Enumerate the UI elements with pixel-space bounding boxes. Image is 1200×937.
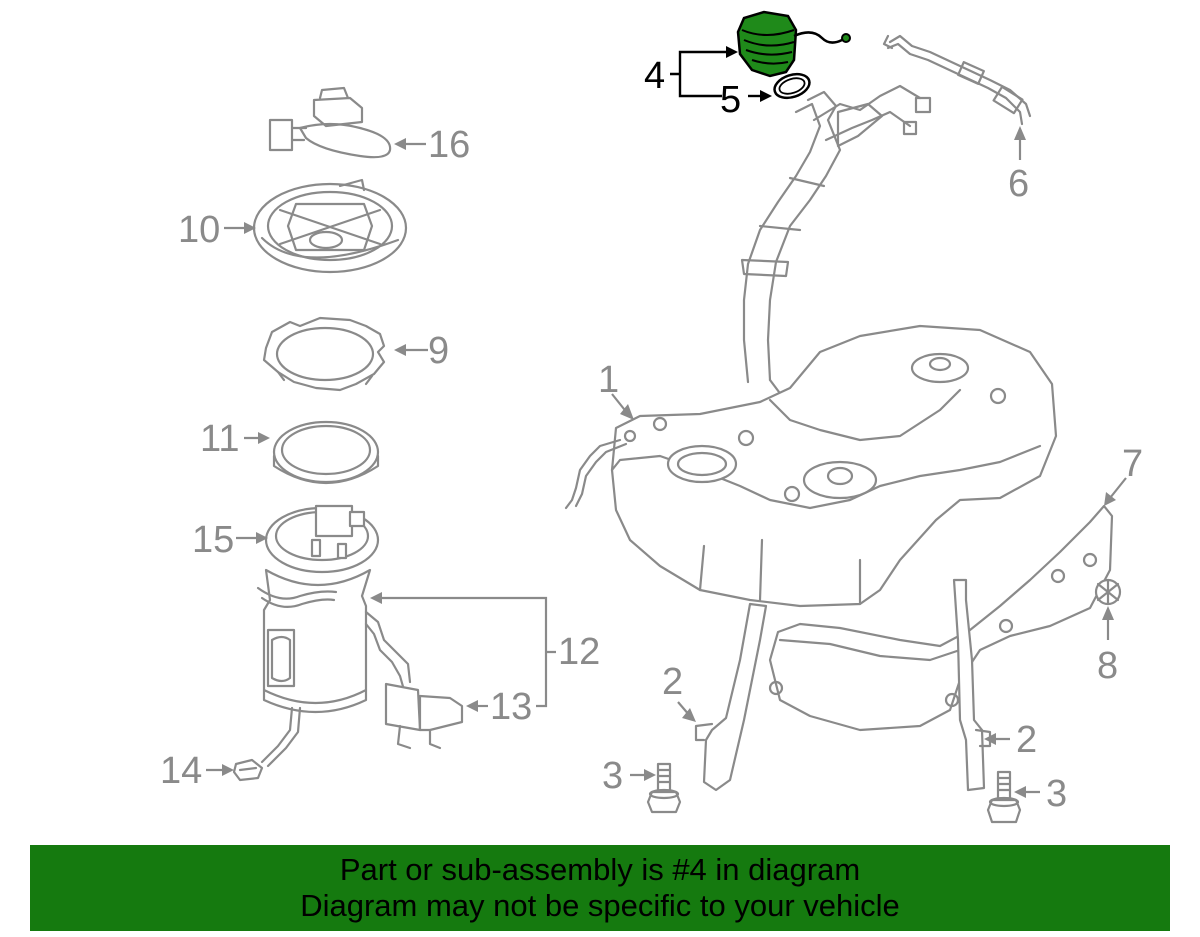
callout-13: 13 bbox=[490, 686, 532, 728]
banner-line-1: Part or sub-assembly is #4 in diagram bbox=[339, 852, 861, 887]
wire-connector-part-14[interactable] bbox=[232, 758, 264, 782]
callout-3b: 3 bbox=[1046, 773, 1067, 815]
connector-part-16[interactable] bbox=[268, 86, 392, 159]
tank-strap-right-part-2[interactable] bbox=[952, 578, 992, 792]
callout-15: 15 bbox=[192, 519, 234, 561]
arrowhead-13 bbox=[466, 700, 478, 712]
banner-line-2: Diagram may not be specific to your vehi… bbox=[300, 888, 900, 923]
flange-cover-part-10[interactable] bbox=[252, 178, 408, 274]
parts-diagram: 4 5 6 bbox=[160, 10, 1143, 824]
arrowhead-14 bbox=[222, 764, 234, 776]
callout-8: 8 bbox=[1097, 645, 1118, 687]
arrowhead-2a bbox=[682, 708, 696, 722]
callout-5: 5 bbox=[720, 79, 741, 121]
o-ring-part-5[interactable] bbox=[771, 70, 812, 102]
plug-part-8[interactable] bbox=[1094, 578, 1122, 606]
arrowhead-3b bbox=[1014, 786, 1026, 798]
callout-1: 1 bbox=[598, 359, 619, 401]
leader-12 bbox=[378, 596, 556, 708]
arrowhead-4 bbox=[726, 46, 738, 58]
callout-14: 14 bbox=[160, 750, 202, 792]
arrowhead-9 bbox=[394, 344, 406, 356]
arrowhead-10 bbox=[244, 222, 256, 234]
sender-bracket-part-13[interactable] bbox=[384, 682, 464, 750]
callout-9: 9 bbox=[428, 330, 449, 372]
bolt-right-part-3[interactable] bbox=[986, 770, 1022, 824]
leader-4-5 bbox=[670, 50, 735, 98]
callout-6: 6 bbox=[1008, 163, 1029, 205]
callout-16: 16 bbox=[428, 124, 470, 166]
fuel-tank-part-1[interactable] bbox=[564, 324, 1058, 608]
arrowhead-1 bbox=[620, 404, 634, 420]
arrowhead-8 bbox=[1102, 606, 1114, 620]
notice-banner: Part or sub-assembly is #4 in diagram Di… bbox=[30, 845, 1170, 931]
callout-2b: 2 bbox=[1016, 719, 1037, 761]
arrowhead-2b bbox=[984, 733, 996, 745]
seal-ring-part-11[interactable] bbox=[272, 420, 380, 484]
callout-11: 11 bbox=[200, 418, 239, 460]
arrowhead-15 bbox=[256, 532, 268, 544]
arrowhead-12 bbox=[370, 592, 382, 604]
arrowhead-3a bbox=[644, 769, 656, 781]
fuel-cap-part-4[interactable] bbox=[736, 10, 851, 78]
arrowhead-5 bbox=[760, 90, 772, 102]
tank-strap-left-part-2[interactable] bbox=[694, 602, 768, 792]
arrowhead-16 bbox=[394, 138, 406, 150]
callout-3a: 3 bbox=[602, 755, 623, 797]
heat-shield-part-7[interactable] bbox=[768, 504, 1114, 732]
lock-ring-part-9[interactable] bbox=[262, 316, 386, 392]
arrowhead-11 bbox=[258, 432, 270, 444]
fuel-pump-module bbox=[256, 568, 412, 768]
callout-2a: 2 bbox=[662, 661, 683, 703]
callout-12: 12 bbox=[558, 631, 600, 673]
arrowhead-7 bbox=[1104, 492, 1116, 506]
bolt-left-part-3[interactable] bbox=[646, 762, 682, 814]
pump-top-part-15[interactable] bbox=[264, 504, 380, 574]
callout-10: 10 bbox=[178, 209, 220, 251]
callout-7: 7 bbox=[1122, 443, 1143, 485]
vent-line-part-6[interactable] bbox=[882, 34, 1032, 126]
callout-4: 4 bbox=[644, 55, 665, 97]
arrowhead-6 bbox=[1014, 126, 1026, 140]
